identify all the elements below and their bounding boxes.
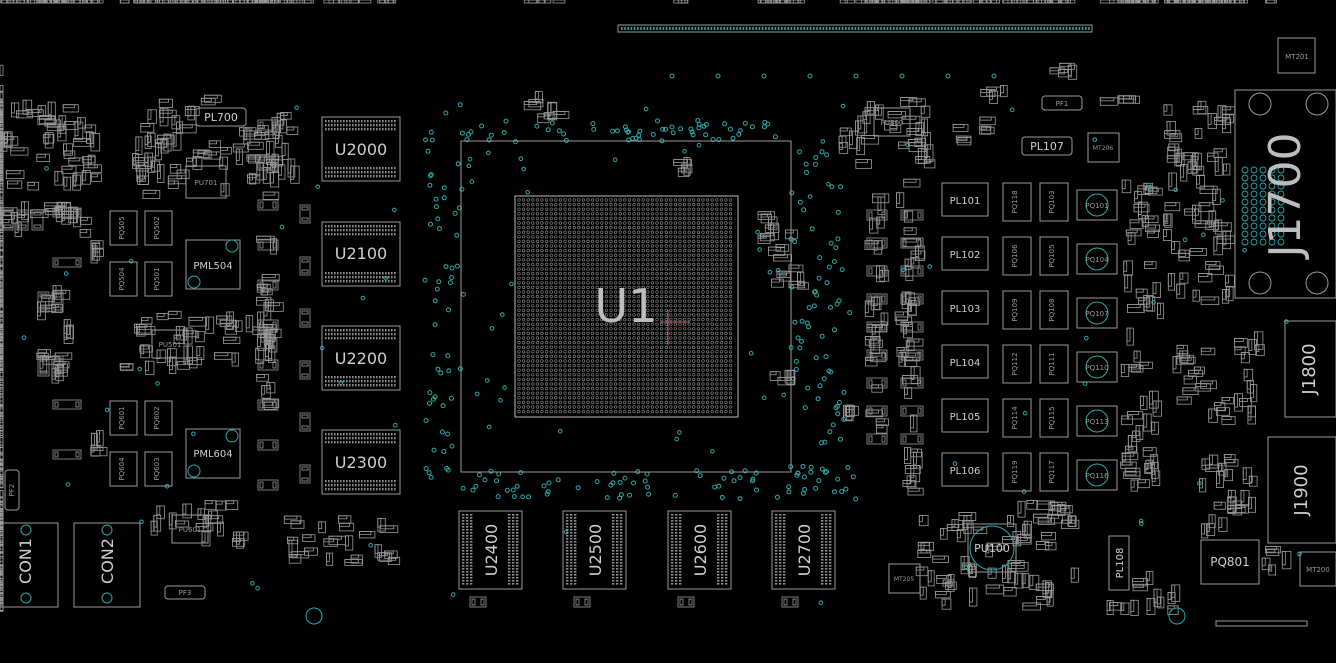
inductor-pl108[interactable]: PL108 <box>1108 535 1130 591</box>
component-u2600[interactable]: U2600 <box>667 510 732 590</box>
mosfet-pq111[interactable]: PQ111 <box>1039 344 1069 384</box>
u2600-label: U2600 <box>691 524 710 576</box>
mosfet-pq115[interactable]: PQ115 <box>1039 398 1069 438</box>
ic-pu601[interactable]: PU601 <box>171 514 209 544</box>
component-u1[interactable]: U1 <box>460 140 792 473</box>
mount-mt201: MT201 <box>1277 37 1316 74</box>
mosfet-pq113[interactable]: PQ113 <box>1076 405 1118 437</box>
u2200-label: U2200 <box>335 349 387 368</box>
mosfet-pq101[interactable]: PQ101 <box>1076 189 1118 221</box>
con2-label: CON2 <box>98 538 117 584</box>
u2300-label: U2300 <box>335 453 387 472</box>
u2000-label: U2000 <box>335 140 387 159</box>
mosfet-pq105[interactable]: PQ105 <box>1039 236 1069 276</box>
component-u2200[interactable]: U2200 <box>321 325 401 391</box>
fuse-pf1[interactable]: PF1 <box>1041 95 1083 111</box>
mosfet-pq801[interactable]: PQ801 <box>1200 539 1260 585</box>
component-u2000[interactable]: U2000 <box>321 116 401 182</box>
inductor-pl101[interactable]: PL101 <box>941 182 989 217</box>
u1-label: U1 <box>595 279 658 333</box>
mosfet-pq604[interactable]: PQ604 <box>109 451 138 487</box>
u2700-label: U2700 <box>795 524 814 576</box>
inductor-pl103[interactable]: PL103 <box>941 290 989 325</box>
decorative-layer <box>0 0 1302 616</box>
mosfet-pq114[interactable]: PQ114 <box>1002 398 1032 438</box>
component-u2400[interactable]: U2400 <box>458 510 523 590</box>
pml504-label: PML504 <box>193 261 232 272</box>
mosfet-pq103[interactable]: PQ103 <box>1039 182 1069 222</box>
component-u2500[interactable]: U2500 <box>562 510 627 590</box>
pml604-label: PML604 <box>193 449 232 460</box>
j1800-label: J1800 <box>1299 343 1320 395</box>
component-pl700[interactable]: PL700 <box>195 107 247 127</box>
ic-pu800[interactable]: PU800 <box>873 107 911 137</box>
u1-bga-array <box>517 198 733 414</box>
mosfet-pq118[interactable]: PQ118 <box>1002 182 1032 222</box>
j1700-label: J1700 <box>1260 133 1311 261</box>
mosfet-pq109[interactable]: PQ109 <box>1002 290 1032 330</box>
mosfet-pq117[interactable]: PQ117 <box>1039 452 1069 492</box>
component-u2300[interactable]: U2300 <box>321 429 401 495</box>
component-u2700[interactable]: U2700 <box>771 510 836 590</box>
ic-pu100[interactable]: PU100 <box>967 523 1017 573</box>
component-pml504[interactable]: PML504 <box>185 239 241 290</box>
con1-label: CON1 <box>16 538 35 584</box>
fiducial-left <box>305 607 323 625</box>
inductor-pl107[interactable]: PL107 <box>1021 136 1073 156</box>
mount-mt206: MT206 <box>1087 132 1120 163</box>
mosfet-pq602[interactable]: PQ602 <box>144 400 173 436</box>
bottom-right-connector <box>1215 620 1308 627</box>
mosfet-pq501[interactable]: PQ501 <box>144 261 173 297</box>
ic-pu701[interactable]: PU701 <box>185 165 227 199</box>
fuse-pf3[interactable]: PF3 <box>164 585 206 600</box>
mount-mt205: MT205 <box>888 563 921 594</box>
connector-j1800[interactable]: J1800 <box>1284 320 1336 418</box>
inductor-pl106[interactable]: PL106 <box>941 452 989 487</box>
mosfet-pq108[interactable]: PQ108 <box>1039 290 1069 330</box>
top-edge-connector <box>617 24 1093 33</box>
j1900-label: J1900 <box>1291 464 1312 516</box>
mosfet-pq112[interactable]: PQ112 <box>1002 344 1032 384</box>
mosfet-pq505[interactable]: PQ505 <box>109 210 138 246</box>
component-pml604[interactable]: PML604 <box>185 428 241 479</box>
connector-j1900[interactable]: J1900 <box>1267 436 1336 544</box>
mosfet-pq107[interactable]: PQ107 <box>1076 297 1118 329</box>
u2100-label: U2100 <box>335 244 387 263</box>
connector-j1700[interactable]: J1700 <box>1234 89 1336 299</box>
inductor-pl104[interactable]: PL104 <box>941 344 989 379</box>
mosfet-pq110[interactable]: PQ110 <box>1076 351 1118 383</box>
inductor-pl102[interactable]: PL102 <box>941 236 989 271</box>
mosfet-pq119[interactable]: PQ119 <box>1002 452 1032 492</box>
mosfet-pq601[interactable]: PQ601 <box>109 400 138 436</box>
fuse-pf2[interactable]: PF2 <box>4 469 20 511</box>
u2400-label: U2400 <box>482 524 501 576</box>
mosfet-pq104[interactable]: PQ104 <box>1076 243 1118 275</box>
u2500-label: U2500 <box>586 524 605 576</box>
fiducial-right <box>1168 607 1186 625</box>
connector-con2[interactable]: CON2 <box>73 522 141 608</box>
mosfet-pq603[interactable]: PQ603 <box>144 451 173 487</box>
mosfet-pq504[interactable]: PQ504 <box>109 261 138 297</box>
mosfet-pq116[interactable]: PQ116 <box>1076 459 1118 491</box>
ic-pu501[interactable]: PU501 <box>151 329 189 359</box>
mosfet-pq106[interactable]: PQ106 <box>1002 236 1032 276</box>
component-u2100[interactable]: U2100 <box>321 221 401 287</box>
connector-con1[interactable]: CON1 <box>0 522 59 608</box>
inductor-pl105[interactable]: PL105 <box>941 398 989 433</box>
mount-mt200: MT200 <box>1299 551 1336 587</box>
mosfet-pq502[interactable]: PQ502 <box>144 210 173 246</box>
pl700-label: PL700 <box>204 111 238 124</box>
